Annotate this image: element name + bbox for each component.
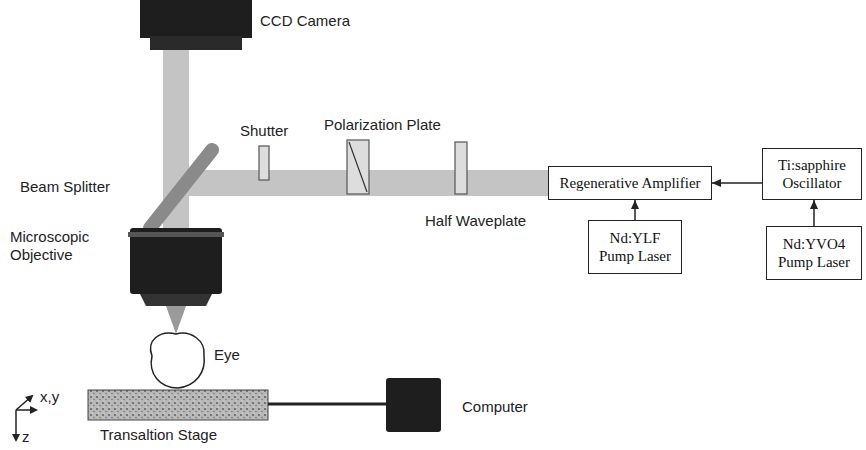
part-label: Microscopic Objective bbox=[10, 228, 122, 264]
polarization-plate bbox=[347, 140, 369, 194]
polarization-plate bbox=[349, 142, 367, 192]
arrow-connector bbox=[634, 200, 636, 220]
microscope-objective bbox=[140, 294, 212, 306]
focused-beam bbox=[166, 306, 186, 334]
pump-laser-box: Nd:YVO4 Pump Laser bbox=[766, 226, 862, 280]
part-label: Half Waveplate bbox=[425, 212, 526, 230]
box-text: Regenerative Amplifier bbox=[559, 174, 700, 192]
computer bbox=[386, 378, 441, 432]
axis-arrow bbox=[15, 410, 17, 440]
part-label: Polarization Plate bbox=[324, 116, 441, 134]
translation-stage bbox=[88, 390, 268, 420]
arrow-connector bbox=[712, 182, 762, 184]
oscillator-box: Ti:sapphire Oscillator bbox=[762, 148, 862, 200]
part-label: Transaltion Stage bbox=[100, 426, 217, 444]
ccd-camera bbox=[140, 0, 252, 38]
ccd-camera bbox=[150, 36, 242, 50]
box-text: Nd:YVO4 Pump Laser bbox=[772, 235, 856, 271]
microscope-objective bbox=[128, 232, 224, 237]
axis-arrow bbox=[16, 409, 36, 411]
part-label: Beam Splitter bbox=[20, 178, 110, 196]
stage-cable bbox=[268, 403, 386, 406]
axis-label: z bbox=[22, 428, 30, 446]
part-label: Shutter bbox=[240, 122, 288, 140]
axis-label: x,y bbox=[40, 388, 59, 406]
arrow-connector bbox=[813, 200, 815, 226]
shutter bbox=[259, 146, 269, 180]
axis-arrow bbox=[16, 396, 32, 410]
part-label: Eye bbox=[214, 346, 240, 364]
eye bbox=[151, 333, 205, 388]
pump-laser-box: Nd:YLF Pump Laser bbox=[588, 220, 682, 274]
half-waveplate bbox=[455, 142, 467, 194]
part-label: CCD Camera bbox=[260, 12, 350, 30]
box-text: Nd:YLF Pump Laser bbox=[594, 229, 676, 265]
box-text: Ti:sapphire Oscillator bbox=[768, 156, 856, 192]
microscope-objective bbox=[130, 228, 222, 294]
amplifier-box: Regenerative Amplifier bbox=[548, 166, 712, 200]
beam-splitter bbox=[150, 150, 212, 228]
part-label: Computer bbox=[462, 398, 528, 416]
